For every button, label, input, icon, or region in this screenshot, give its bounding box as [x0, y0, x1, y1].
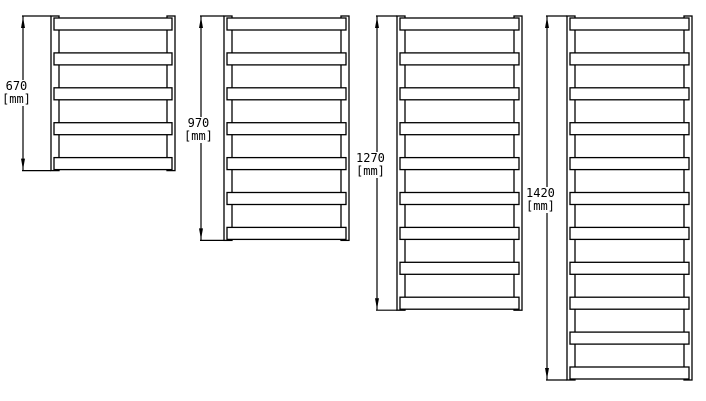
height-dimension-label: 1270[mm]: [356, 152, 385, 178]
rail-bar: [53, 122, 173, 136]
rail-bar: [53, 87, 173, 101]
rail-bar: [399, 122, 520, 136]
rail-bar: [226, 156, 347, 171]
height-dimension-label: 1420[mm]: [526, 187, 555, 213]
arrow-top-icon: [21, 17, 25, 28]
arrow-bottom-icon: [375, 298, 379, 310]
rail-bar: [569, 296, 690, 310]
height-value: 670: [5, 79, 28, 93]
height-dimension-label: 970[mm]: [184, 117, 213, 143]
rail-bar: [569, 331, 690, 345]
rail-bar: [399, 261, 520, 275]
height-unit: [mm]: [526, 199, 555, 213]
rail-bar: [569, 156, 690, 171]
arrow-top-icon: [199, 17, 203, 28]
height-value: 1270: [356, 151, 385, 165]
rail-bar: [399, 191, 520, 206]
rail-bar: [399, 226, 520, 241]
height-value: 970: [187, 116, 210, 130]
rail-bar: [569, 17, 690, 31]
height-unit: [mm]: [184, 129, 213, 143]
rail-bar: [226, 191, 347, 206]
rail-bar: [226, 122, 347, 136]
rail-bar: [226, 87, 347, 101]
arrow-bottom-icon: [21, 158, 25, 170]
height-dimension-label: 670[mm]: [2, 80, 31, 106]
rail-bar: [53, 156, 173, 171]
rail-bar: [569, 52, 690, 66]
rail-bar: [569, 122, 690, 136]
rail-bar: [53, 52, 173, 66]
height-unit: [mm]: [356, 164, 385, 178]
rail-bar: [226, 52, 347, 66]
rail-bar: [399, 156, 520, 171]
rail-bar: [226, 226, 347, 241]
rail-bar: [399, 17, 520, 31]
rail-bar: [569, 366, 690, 380]
arrow-top-icon: [375, 17, 379, 28]
height-unit: [mm]: [2, 92, 31, 106]
rail-bar: [399, 87, 520, 101]
height-value: 1420: [526, 186, 555, 200]
arrow-bottom-icon: [545, 368, 549, 379]
rail-bar: [569, 87, 690, 101]
rail-bar: [399, 52, 520, 66]
arrow-bottom-icon: [199, 228, 203, 240]
rail-bar: [569, 226, 690, 241]
rail-bar: [569, 191, 690, 206]
arrow-top-icon: [545, 17, 549, 28]
rail-bar: [399, 296, 520, 310]
rail-bar: [569, 261, 690, 275]
rail-bar: [53, 17, 173, 31]
rail-bar: [226, 17, 347, 31]
